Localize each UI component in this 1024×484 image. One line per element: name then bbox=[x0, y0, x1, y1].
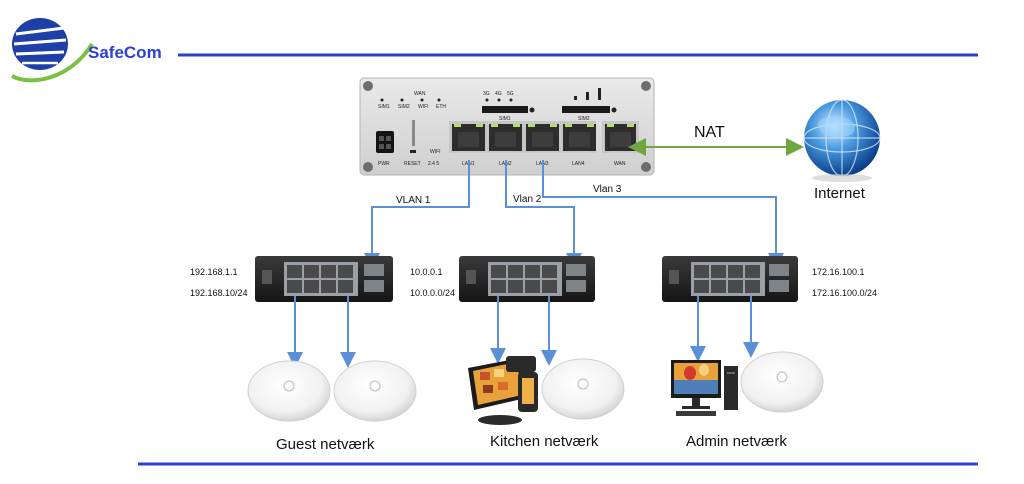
router-band-3g: 3G bbox=[483, 91, 490, 97]
access-point-icon bbox=[247, 360, 331, 422]
router-led-label-wifi: WIFI bbox=[418, 104, 429, 110]
router-led-label-sim1: SIM1 bbox=[378, 104, 390, 110]
wifi-label: WIFI bbox=[430, 149, 441, 155]
admin-network-label: Admin netværk bbox=[686, 433, 787, 450]
sim1-label: SIM1 bbox=[499, 116, 511, 122]
brand-name: SafeCom bbox=[88, 43, 162, 62]
port-label-wan: WAN bbox=[614, 161, 626, 167]
access-point-icon bbox=[740, 351, 824, 413]
guest-subnet: 192.168.10/24 bbox=[190, 288, 248, 298]
vlan1-link bbox=[364, 160, 470, 269]
desktop-computer-icon bbox=[671, 360, 738, 416]
pos-terminal-icon bbox=[468, 356, 538, 425]
vlan3-link bbox=[542, 160, 784, 269]
wan-port bbox=[602, 121, 639, 153]
lan2-port bbox=[489, 124, 522, 151]
reset-label: RESET bbox=[404, 161, 421, 167]
admin-gateway: 172.16.100.1 bbox=[812, 267, 865, 277]
sim1-slot bbox=[482, 106, 528, 113]
guest-network-label: Guest netværk bbox=[276, 436, 375, 453]
kitchen-gateway: 10.0.0.1 bbox=[410, 267, 443, 277]
lan3-port bbox=[526, 124, 559, 151]
access-point-icon bbox=[541, 358, 625, 420]
antenna-slot bbox=[412, 120, 415, 146]
router-band-5g: 5G bbox=[507, 91, 514, 97]
lan4-port bbox=[563, 124, 596, 151]
vlan2-link bbox=[505, 160, 582, 269]
port-label-lan4: LAN4 bbox=[572, 161, 585, 167]
router-screw bbox=[363, 162, 373, 172]
kitchen-subnet: 10.0.0.0/24 bbox=[410, 288, 455, 298]
router-screw bbox=[363, 81, 373, 91]
power-connector bbox=[376, 131, 394, 153]
vlan3-label: Vlan 3 bbox=[593, 184, 622, 195]
internet-label: Internet bbox=[814, 185, 866, 202]
safecom-logo: SafeCom bbox=[11, 18, 162, 83]
vlan2-label: Vlan 2 bbox=[513, 194, 542, 205]
admin-subnet: 172.16.100.0/24 bbox=[812, 288, 877, 298]
router-band-4g: 4G bbox=[495, 91, 502, 97]
wifi-bands-label: 2.4 5 bbox=[428, 161, 439, 167]
sim2-label: SIM2 bbox=[578, 116, 590, 122]
guest-gateway: 192.168.1.1 bbox=[190, 267, 238, 277]
router-screw bbox=[641, 162, 651, 172]
internet-globe-icon bbox=[803, 99, 881, 182]
sim2-slot bbox=[562, 106, 610, 113]
router: WAN SIM1 SIM2 WIFI ETH 3G 4G 5G SIM1 SIM… bbox=[359, 77, 655, 176]
lan1-port bbox=[452, 124, 485, 151]
nat-label: NAT bbox=[694, 124, 725, 141]
admin-switch bbox=[662, 256, 798, 302]
kitchen-switch bbox=[459, 256, 595, 302]
router-screw bbox=[641, 81, 651, 91]
pwr-label: PWR bbox=[378, 161, 390, 167]
access-point-icon bbox=[333, 360, 417, 422]
router-led-label-sim2: SIM2 bbox=[398, 104, 410, 110]
router-wan-top-label: WAN bbox=[414, 91, 426, 97]
kitchen-network-label: Kitchen netværk bbox=[490, 433, 599, 450]
vlan1-label: VLAN 1 bbox=[396, 195, 431, 206]
router-led-label-eth: ETH bbox=[436, 104, 446, 110]
guest-switch bbox=[255, 256, 393, 302]
